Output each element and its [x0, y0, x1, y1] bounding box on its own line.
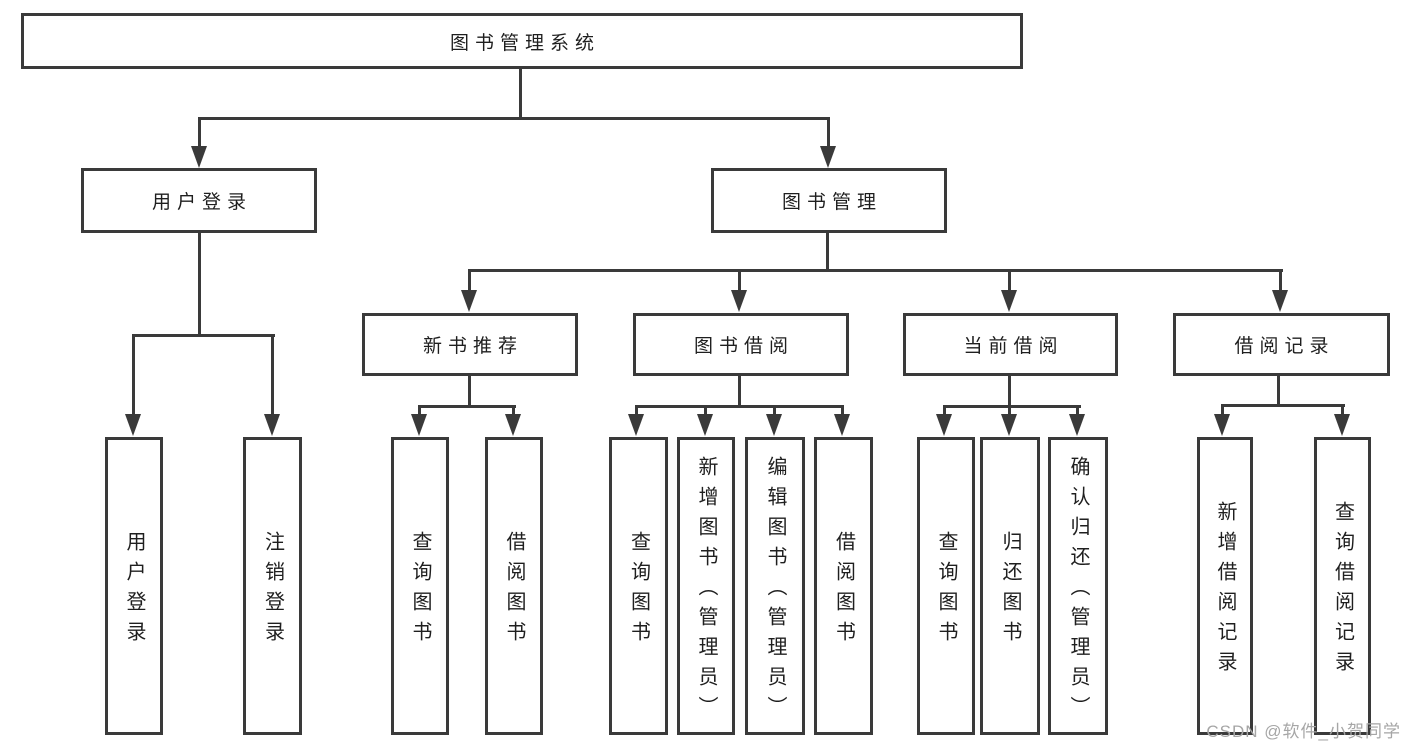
edge-drop	[1008, 269, 1011, 294]
arrow-down-icon	[1214, 414, 1230, 436]
arrow-down-icon	[820, 146, 836, 168]
arrow-down-icon	[697, 414, 713, 436]
arrow-down-icon	[628, 414, 644, 436]
edge-drop	[271, 334, 274, 418]
edge-newbook-bar	[418, 405, 516, 408]
edge-drop	[198, 117, 201, 149]
node-label: 查询图书	[627, 531, 650, 651]
edge-drop	[132, 334, 135, 418]
node-label: 借阅记录	[1234, 336, 1335, 357]
node-label: 借阅图书	[832, 531, 855, 651]
leaf-query-books-recommend: 查询图书	[391, 437, 449, 735]
edge-root-bar	[198, 117, 830, 120]
arrow-down-icon	[1334, 414, 1350, 436]
node-label: 新书推荐	[422, 336, 523, 357]
node-book-management: 图书管理	[711, 168, 947, 233]
edge-drop	[468, 269, 471, 294]
node-library-management-system: 图书管理系统	[21, 13, 1023, 69]
node-label: 借阅图书	[503, 531, 525, 651]
edge-drop	[827, 117, 830, 149]
node-new-book-recommend: 新书推荐	[362, 313, 578, 376]
leaf-query-books-borrowing: 查询图书	[609, 437, 668, 735]
arrow-down-icon	[461, 290, 477, 312]
arrow-down-icon	[505, 414, 521, 436]
edge-drop	[841, 405, 844, 418]
edge-drop	[1076, 405, 1079, 418]
edge-drop	[1008, 405, 1011, 418]
leaf-query-books-current: 查询图书	[917, 437, 975, 735]
edge-records-bar	[1221, 404, 1345, 407]
arrow-down-icon	[1272, 290, 1288, 312]
edge-records-stem	[1277, 375, 1280, 407]
node-label: 查询图书	[409, 531, 431, 651]
node-label: 查询图书	[935, 531, 957, 651]
arrow-down-icon	[936, 414, 952, 436]
leaf-query-borrow-record: 查询借阅记录	[1314, 437, 1371, 735]
edge-drop	[704, 405, 707, 418]
edge-bookmgmt-stem	[826, 233, 829, 272]
edge-drop	[1221, 404, 1224, 418]
edge-drop	[512, 405, 515, 418]
leaf-user-login: 用户登录	[105, 437, 163, 735]
edge-drop	[738, 269, 741, 294]
edge-borrowing-stem	[738, 375, 741, 408]
node-label: 编辑图书（管理员）	[764, 456, 786, 726]
node-label: 新增借阅记录	[1214, 501, 1236, 681]
arrow-down-icon	[1001, 290, 1017, 312]
leaf-edit-books-admin: 编辑图书（管理员）	[745, 437, 805, 735]
edge-drop	[1341, 404, 1344, 418]
node-label: 归还图书	[999, 531, 1021, 651]
arrow-down-icon	[731, 290, 747, 312]
edge-drop	[635, 405, 638, 418]
arrow-down-icon	[834, 414, 850, 436]
leaf-logout: 注销登录	[243, 437, 302, 735]
node-label: 当前借阅	[963, 336, 1064, 357]
leaf-return-books: 归还图书	[980, 437, 1040, 735]
node-label: 图书管理系统	[449, 32, 600, 54]
edge-drop	[773, 405, 776, 418]
arrow-down-icon	[1001, 414, 1017, 436]
edge-borrowing-bar	[635, 405, 844, 408]
node-label: 新增图书（管理员）	[695, 456, 717, 726]
arrow-down-icon	[411, 414, 427, 436]
edge-root-stem	[519, 69, 522, 119]
edge-userlogin-bar	[132, 334, 275, 337]
edge-bookmgmt-bar	[468, 269, 1283, 272]
edge-drop	[1279, 269, 1282, 294]
node-label: 图书管理	[781, 192, 882, 213]
node-book-borrowing: 图书借阅	[633, 313, 849, 376]
node-label: 用户登录	[123, 531, 145, 651]
arrow-down-icon	[125, 414, 141, 436]
node-label: 注销登录	[261, 531, 284, 651]
leaf-borrow-books: 借阅图书	[814, 437, 873, 735]
node-user-login: 用户登录	[81, 168, 317, 233]
leaf-add-books-admin: 新增图书（管理员）	[677, 437, 735, 735]
node-label: 用户登录	[151, 192, 252, 213]
node-label: 图书借阅	[693, 336, 794, 357]
leaf-add-borrow-record: 新增借阅记录	[1197, 437, 1253, 735]
node-label: 查询借阅记录	[1331, 501, 1354, 681]
node-borrow-records: 借阅记录	[1173, 313, 1390, 376]
arrow-down-icon	[766, 414, 782, 436]
arrow-down-icon	[1069, 414, 1085, 436]
csdn-watermark: CSDN @软件_小贺同学	[1206, 722, 1401, 741]
edge-current-bar	[943, 405, 1081, 408]
edge-drop	[943, 405, 946, 418]
arrow-down-icon	[191, 146, 207, 168]
edge-newbook-stem	[468, 375, 471, 408]
leaf-confirm-return-admin: 确认归还（管理员）	[1048, 437, 1108, 735]
edge-userlogin-stem	[198, 233, 201, 336]
edge-current-stem	[1008, 374, 1011, 408]
edge-drop	[418, 405, 421, 418]
node-current-borrowing: 当前借阅	[903, 313, 1118, 376]
node-label: 确认归还（管理员）	[1067, 456, 1089, 726]
leaf-borrow-books-recommend: 借阅图书	[485, 437, 543, 735]
arrow-down-icon	[264, 414, 280, 436]
